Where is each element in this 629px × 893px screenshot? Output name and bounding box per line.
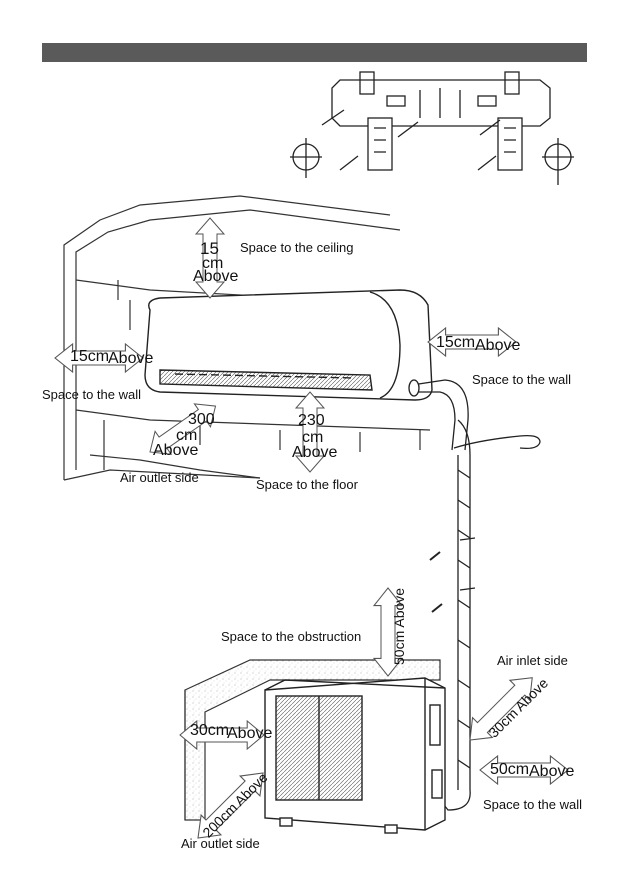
ceiling-label: Space to the ceiling <box>240 240 354 255</box>
ceiling-num: 15 <box>200 239 219 258</box>
ceiling-above: Above <box>193 268 239 285</box>
outdoor-outlet-label: Air outlet side <box>181 836 260 851</box>
piping-drawing <box>408 379 541 811</box>
left-wall-above: Above <box>108 350 154 367</box>
outdoor-unit-drawing <box>264 677 446 834</box>
section-header-bar <box>42 43 587 62</box>
outdoor-wall-above: Above <box>529 763 575 780</box>
indoor-unit-drawing <box>144 289 433 401</box>
obstruction-dim: 50cm Above <box>391 587 407 665</box>
ceiling-unit: cm <box>202 255 224 272</box>
inlet-label: Air inlet side <box>497 653 568 668</box>
mounting-plate-drawing <box>290 71 574 185</box>
floor-num: 230 <box>298 412 325 429</box>
left-wall-label: Space to the wall <box>42 387 142 402</box>
outlet-num: 300 <box>188 411 215 428</box>
obstruction-label: Space to the obstruction <box>221 629 362 644</box>
floor-above: Above <box>292 444 338 461</box>
inlet-arrow <box>459 667 543 751</box>
floor-label: Space to the floor <box>256 477 358 492</box>
right-wall-label: Space to the wall <box>472 372 572 387</box>
left-wall-num: 15cm <box>70 348 110 365</box>
right-wall-above: Above <box>475 337 521 354</box>
outdoor-wall-drawing <box>184 659 441 821</box>
floor-unit: cm <box>302 429 324 446</box>
outdoor-wall-label: Space to the wall <box>483 797 583 812</box>
outdoor-wall-num: 50cm <box>490 761 530 778</box>
outdoor-left-num: 30cm <box>190 722 230 739</box>
outlet-above: Above <box>153 442 199 459</box>
outlet-label: Air outlet side <box>120 470 199 485</box>
outdoor-left-above: Above <box>227 725 273 742</box>
outlet-unit: cm <box>176 427 198 444</box>
right-wall-num: 15cm <box>436 334 476 351</box>
